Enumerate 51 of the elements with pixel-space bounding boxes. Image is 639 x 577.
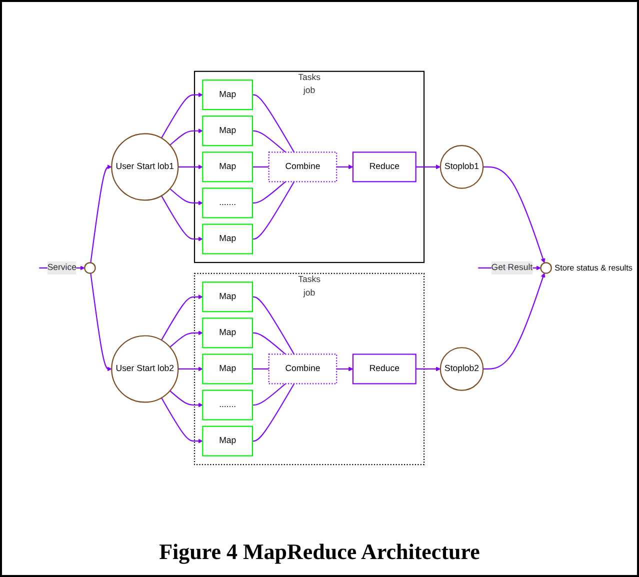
connector [252,332,286,354]
arrow [170,188,203,205]
connector [252,166,269,168]
arrow [170,330,203,348]
node-box: Map [202,79,253,110]
arrow [178,164,203,169]
connector [252,180,286,204]
arrow [90,272,112,371]
edge-label: Get Result [491,262,533,272]
node-box: Map [202,281,253,312]
node-circle: User Start lob1 [111,132,179,200]
connector [252,296,295,354]
arrow [336,366,354,371]
connector [252,130,286,152]
arrow [170,128,203,146]
connector [252,382,286,406]
node-box: ....... [202,187,253,218]
node-circle: Stoplob1 [440,144,484,188]
arrow [178,366,203,371]
node-box: Reduce [352,353,416,384]
node-circle [84,262,96,274]
arrow [90,164,112,262]
node-box: Reduce [352,151,416,182]
node-box: Combine [268,353,338,384]
connector [252,94,295,152]
edge-label: Service [47,262,76,272]
arrow [160,397,203,443]
node-box: Map [202,151,253,182]
arrow [483,272,546,370]
arrow [416,366,441,371]
node-box: Map [202,353,253,384]
arrow [416,164,441,169]
connector [252,368,269,370]
arrow [336,164,354,169]
connector [252,180,295,240]
node-box: Map [202,115,253,146]
node-circle: Stoplob2 [440,346,484,390]
connector [252,383,295,442]
node-box: Map [202,425,253,456]
arrow [170,390,203,407]
node-box: ....... [202,389,253,420]
node-box: Combine [268,151,338,182]
figure-caption: Figure 4 MapReduce Architecture [159,539,480,565]
node-box: Map [202,223,253,254]
node-circle [540,262,552,274]
node-box: Map [202,317,253,348]
node-circle: User Start lob2 [111,334,179,402]
arrow [160,294,203,340]
arrow [160,195,203,241]
arrow [483,166,546,263]
arrow [160,92,203,138]
